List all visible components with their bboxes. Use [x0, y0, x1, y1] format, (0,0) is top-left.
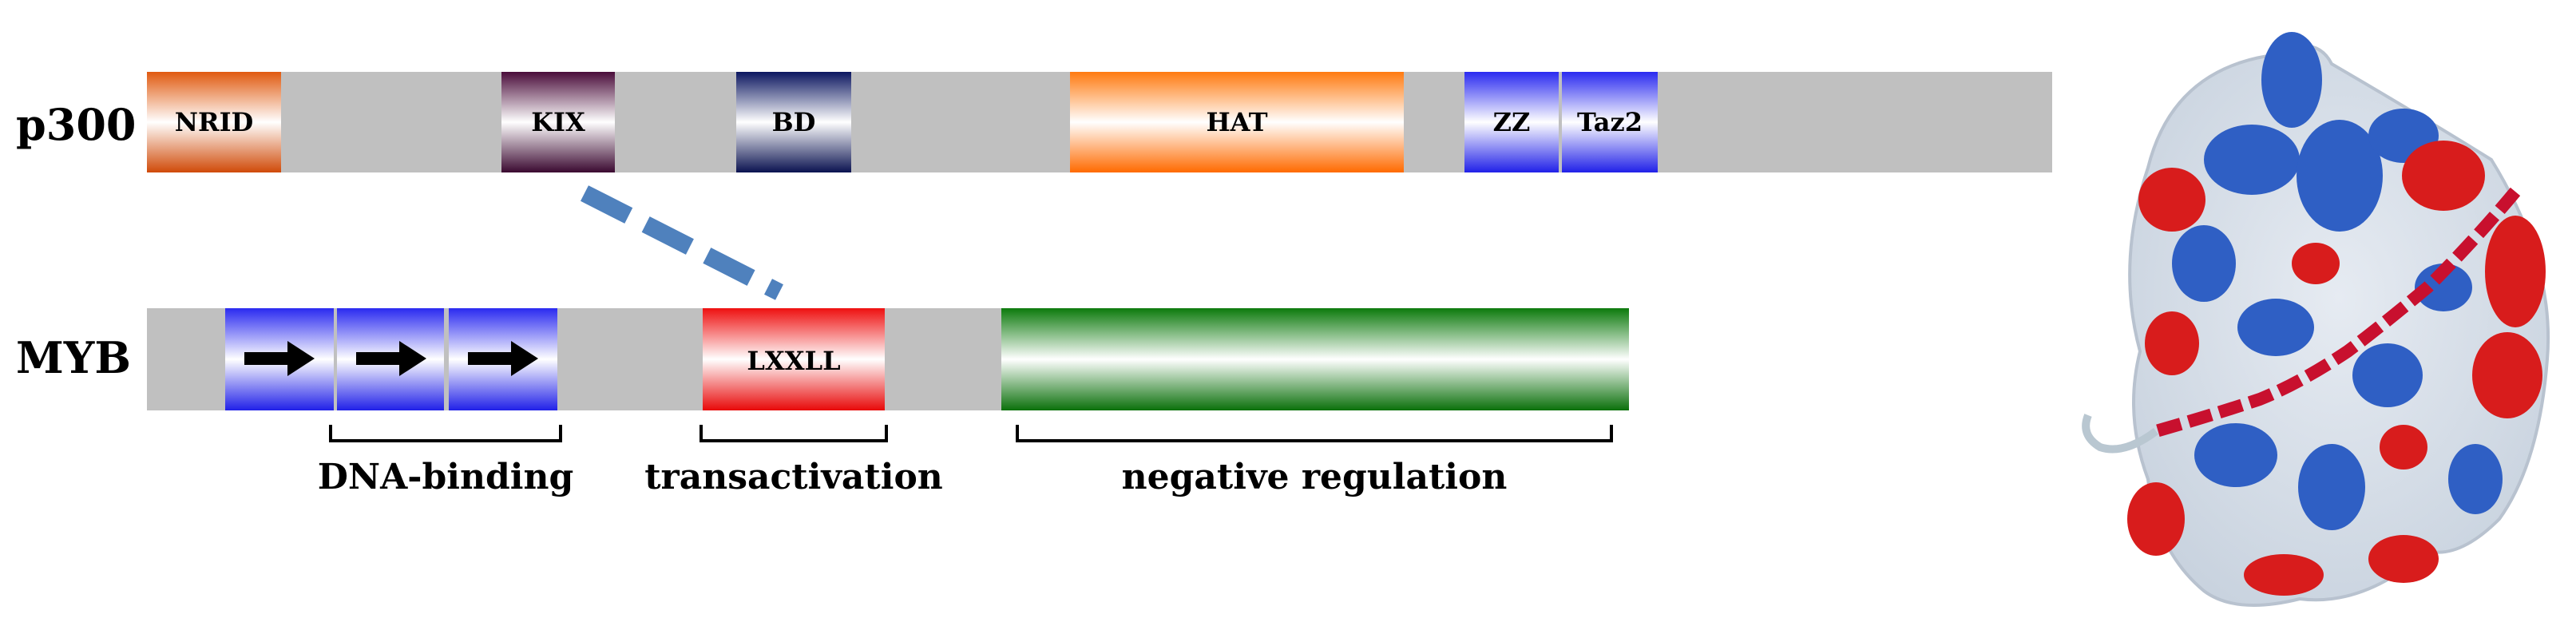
helix-ribbon — [2154, 187, 2521, 438]
negative-patches — [2127, 141, 2546, 596]
myb-domain-negative — [1001, 308, 1629, 410]
myb-domain-lxxll — [703, 308, 885, 410]
bracket-negative-regulation — [1016, 425, 1613, 442]
positive-patches — [2172, 32, 2503, 530]
p300-domain-hat — [1070, 72, 1404, 172]
arrow-right-icon — [356, 341, 426, 376]
arrow-right-icon — [468, 341, 538, 376]
p300-domain-zz — [1464, 72, 1559, 172]
protein-structure-image — [2082, 32, 2550, 607]
p300-domain-taz2 — [1562, 72, 1658, 172]
region-brackets — [329, 425, 1613, 442]
p300-domain-kix — [501, 72, 615, 172]
bracket-transactivation — [699, 425, 888, 442]
myb-track — [147, 308, 1629, 410]
bracket-dna-binding — [329, 425, 562, 442]
coil-tail — [2082, 414, 2158, 454]
p300-domain-bd — [736, 72, 851, 172]
interaction-line — [581, 185, 783, 300]
p300-track — [147, 72, 2052, 172]
p300-domain-nrid — [147, 72, 281, 172]
arrow-right-icon — [244, 341, 315, 376]
